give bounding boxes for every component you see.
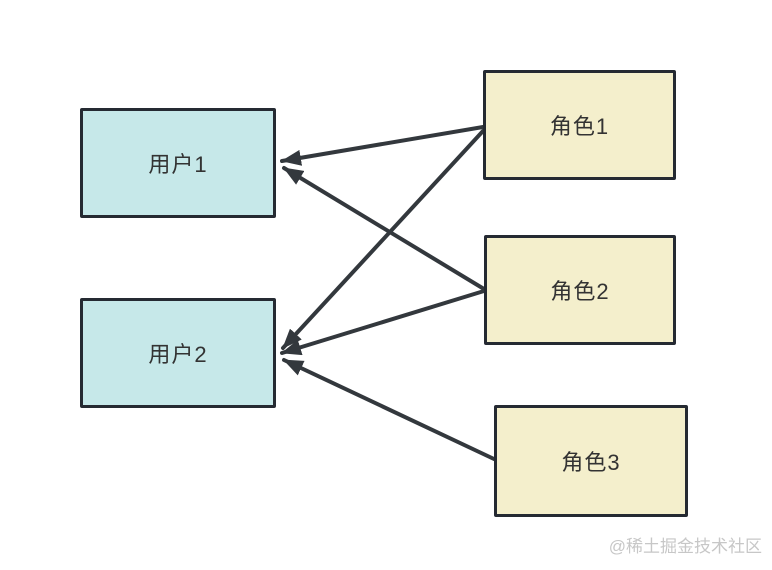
node-user2-label: 用户2 — [148, 342, 208, 367]
node-user1[interactable]: 用户1 — [80, 108, 276, 218]
edge-role2-to-user2 — [280, 289, 486, 356]
edge-role2-to-user1 — [282, 166, 486, 291]
node-user1-label: 用户1 — [148, 152, 208, 177]
watermark: @稀土掘金技术社区 — [608, 537, 762, 556]
node-role1[interactable]: 角色1 — [483, 70, 676, 180]
node-role2-label: 角色2 — [550, 279, 610, 304]
node-role3[interactable]: 角色3 — [494, 405, 688, 517]
node-role1-label: 角色1 — [549, 114, 610, 139]
edge-role3-to-user2 — [282, 358, 496, 461]
node-role2[interactable]: 角色2 — [484, 235, 676, 345]
edge-role1-to-user1 — [280, 125, 485, 166]
node-user2[interactable]: 用户2 — [80, 298, 276, 408]
node-role3-label: 角色3 — [561, 450, 621, 475]
edge-role1-to-user2 — [281, 129, 485, 350]
